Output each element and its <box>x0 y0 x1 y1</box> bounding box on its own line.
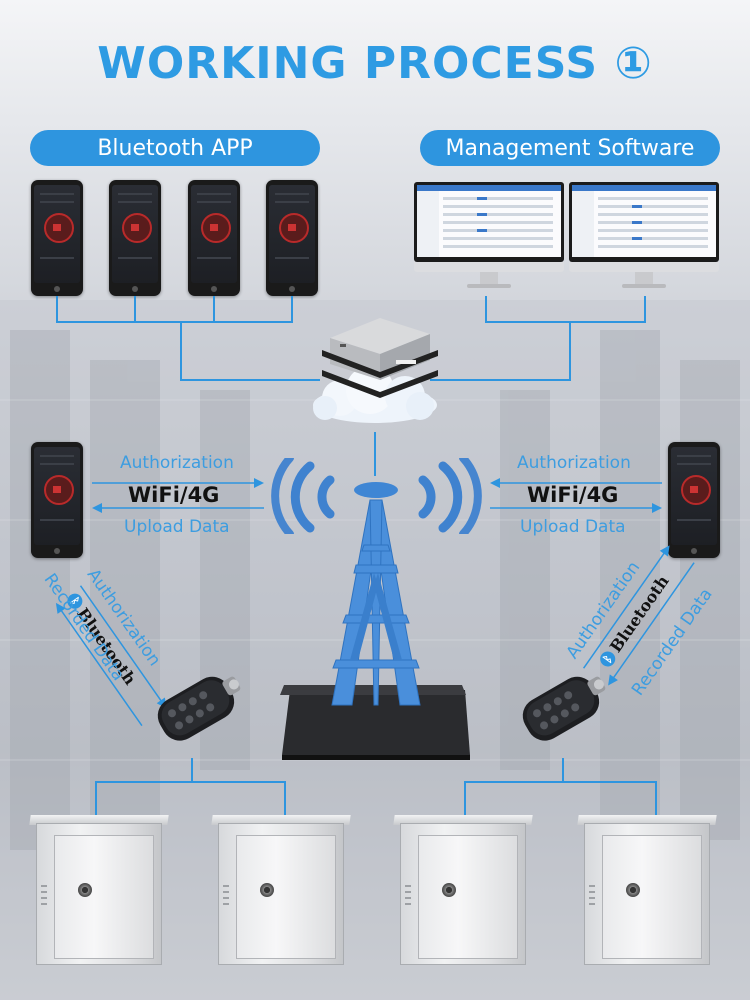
cabinet-icon <box>393 815 533 965</box>
connector-line <box>562 758 564 783</box>
connector-line <box>56 296 58 322</box>
arrow-right-icon <box>582 545 670 669</box>
smartphone-icon <box>109 180 161 296</box>
cabinet-icon <box>577 815 717 965</box>
connector-line <box>644 296 646 322</box>
connector-line <box>291 296 293 322</box>
right-authorization-label: Authorization <box>517 453 631 473</box>
connector-line <box>464 781 466 815</box>
bluetooth-app-pill: Bluetooth APP <box>30 130 320 166</box>
page-title: WORKING PROCESS ① <box>97 38 653 89</box>
arrow-right-icon <box>92 478 264 488</box>
smartphone-icon <box>668 442 720 558</box>
smartphone-icon <box>31 180 83 296</box>
connector-line <box>485 296 487 322</box>
smartphone-icon <box>266 180 318 296</box>
cabinet-icon <box>211 815 351 965</box>
connector-line <box>569 321 571 381</box>
monitor-icon <box>414 182 564 292</box>
monitor-icon <box>569 182 719 292</box>
left-network-label: WiFi/4G <box>128 483 220 507</box>
connector-line <box>485 321 646 323</box>
server-icon <box>322 318 438 398</box>
connector-line <box>284 781 286 815</box>
connector-line <box>134 296 136 322</box>
arrow-left-icon <box>608 562 695 686</box>
connector-line <box>430 379 571 381</box>
cabinet-icon <box>29 815 169 965</box>
connector-line <box>95 781 97 815</box>
connector-line <box>655 781 657 815</box>
signal-tower-icon <box>280 482 470 760</box>
electronic-lock-icon <box>522 676 606 741</box>
electronic-lock-icon <box>157 676 241 741</box>
connector-line <box>464 781 657 783</box>
right-network-label: WiFi/4G <box>527 483 619 507</box>
wifi-wave-icon <box>418 458 482 534</box>
connector-line <box>56 321 293 323</box>
connector-line <box>95 781 286 783</box>
arrow-left-icon <box>490 478 662 488</box>
arrow-left-icon <box>92 503 264 513</box>
left-authorization-label: Authorization <box>120 453 234 473</box>
wifi-wave-icon <box>271 458 335 534</box>
management-software-pill: Management Software <box>420 130 720 166</box>
smartphone-icon <box>188 180 240 296</box>
right-upload-label: Upload Data <box>520 517 626 537</box>
cloud-server-icon <box>313 318 438 423</box>
smartphone-icon <box>31 442 83 558</box>
left-upload-label: Upload Data <box>124 517 230 537</box>
arrow-right-icon <box>490 503 662 513</box>
connector-line <box>180 379 320 381</box>
connector-line <box>213 296 215 322</box>
connector-line <box>374 432 376 476</box>
connector-line <box>191 758 193 783</box>
arrow-left-icon <box>55 602 143 727</box>
connector-line <box>180 321 182 381</box>
right-bluetooth-link: Authorization ᛒ Bluetooth <box>563 539 695 686</box>
